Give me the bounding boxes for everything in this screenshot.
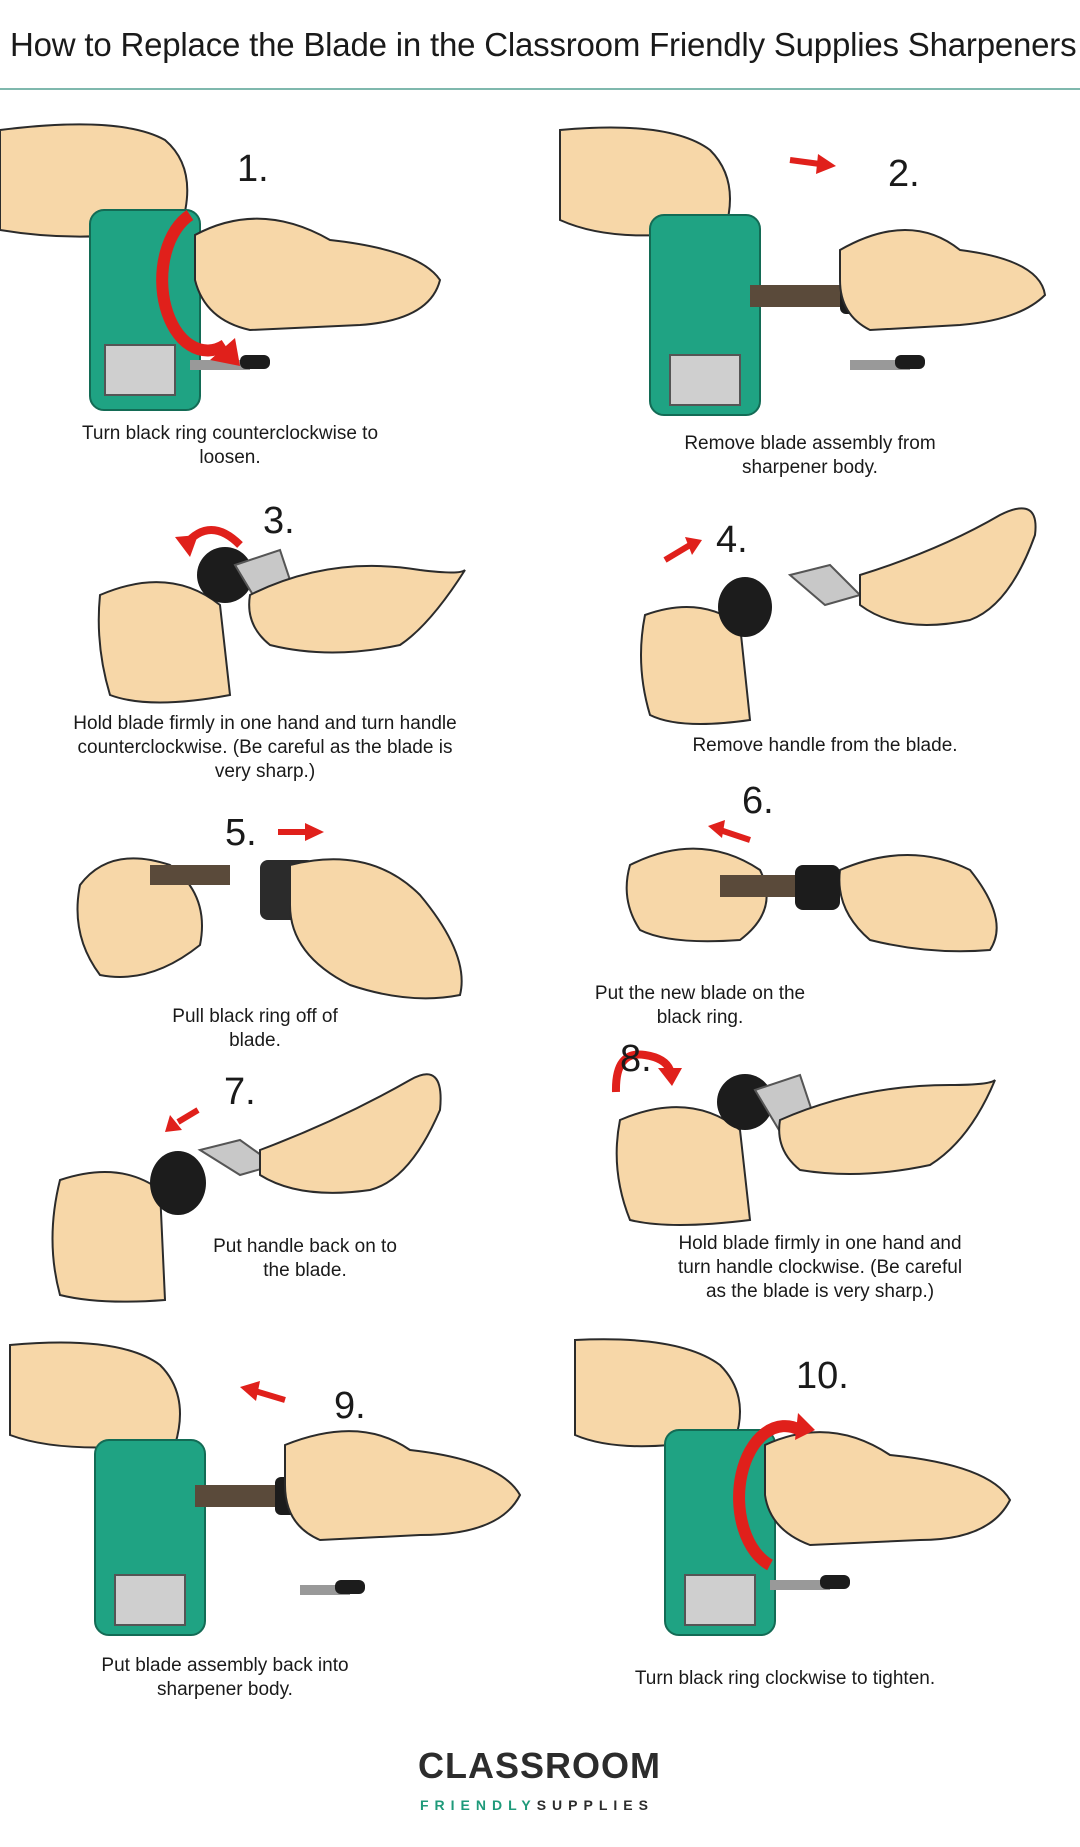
step-10-caption: Turn black ring clockwise to tighten.: [634, 1668, 936, 1689]
step-2-caption: Remove blade assembly from sharpener bod…: [684, 433, 936, 478]
step-7: 7. Put handle back on to the blade.: [0, 1060, 540, 1310]
step-6-caption: Put the new blade on the black ring.: [594, 983, 806, 1028]
step-6-number: 6.: [742, 780, 774, 822]
step-3: 3. Hold blade firmly in one hand and tur…: [0, 495, 540, 785]
logo-wordmark: CLASSROOM: [418, 1745, 661, 1786]
step-5-number: 5.: [225, 812, 257, 854]
logo-tagline: FRIENDLYSUPPLIES: [420, 1797, 654, 1813]
step-6-illustration: [625, 820, 998, 953]
step-4-caption: Remove handle from the blade.: [692, 735, 958, 756]
logo-tagline-green: FRIENDLY: [420, 1797, 537, 1813]
step-9-number: 9.: [334, 1385, 366, 1427]
step-3-illustration: [97, 526, 466, 704]
step-4-illustration: [640, 507, 1037, 725]
step-8-number: 8.: [620, 1038, 652, 1080]
step-1-illustration: [0, 123, 442, 411]
step-4-number: 4.: [716, 519, 748, 561]
step-2-number: 2.: [888, 153, 920, 195]
step-1: 1. Turn black ring counterclockwise to l…: [0, 120, 540, 480]
step-5-illustration: [76, 823, 463, 1000]
step-9-caption: Put blade assembly back into sharpener b…: [101, 1655, 349, 1700]
page-title: How to Replace the Blade in the Classroo…: [10, 26, 1077, 63]
title-divider: [0, 88, 1080, 90]
step-10-illustration: [574, 1338, 1012, 1636]
step-9: 9. Put blade assembly back into sharpene…: [0, 1335, 540, 1705]
step-4: 4. Remove handle from the blade.: [540, 495, 1080, 765]
step-2: 2. Remove blade assembly from sharpener …: [540, 120, 1080, 490]
step-8-caption: Hold blade firmly in one hand and turn h…: [677, 1233, 963, 1302]
step-7-illustration: [51, 1073, 442, 1303]
step-3-number: 3.: [263, 500, 295, 542]
brand-logo: CLASSROOM FRIENDLYSUPPLIES: [400, 1735, 680, 1825]
step-1-caption: Turn black ring counterclockwise to loos…: [81, 423, 379, 468]
step-3-caption: Hold blade firmly in one hand and turn h…: [73, 713, 457, 782]
logo-tagline-dark: SUPPLIES: [536, 1797, 654, 1813]
step-7-caption: Put handle back on to the blade.: [213, 1236, 397, 1281]
step-10: 10. Turn black ring clockwise to tighten…: [540, 1335, 1080, 1705]
step-8: 8. Hold blade firmly in one hand and tur…: [540, 1030, 1080, 1310]
step-8-illustration: [611, 1050, 996, 1226]
step-2-illustration: [559, 126, 1047, 416]
step-9-illustration: [9, 1341, 522, 1636]
step-6: 6. Put the new blade on the black ring.: [540, 780, 1080, 1030]
step-5: 5. Pull black ring off of blade.: [0, 785, 540, 1055]
step-5-caption: Pull black ring off of blade.: [172, 1006, 338, 1051]
step-10-number: 10.: [796, 1355, 849, 1397]
step-1-number: 1.: [237, 148, 269, 190]
step-7-number: 7.: [224, 1071, 256, 1113]
